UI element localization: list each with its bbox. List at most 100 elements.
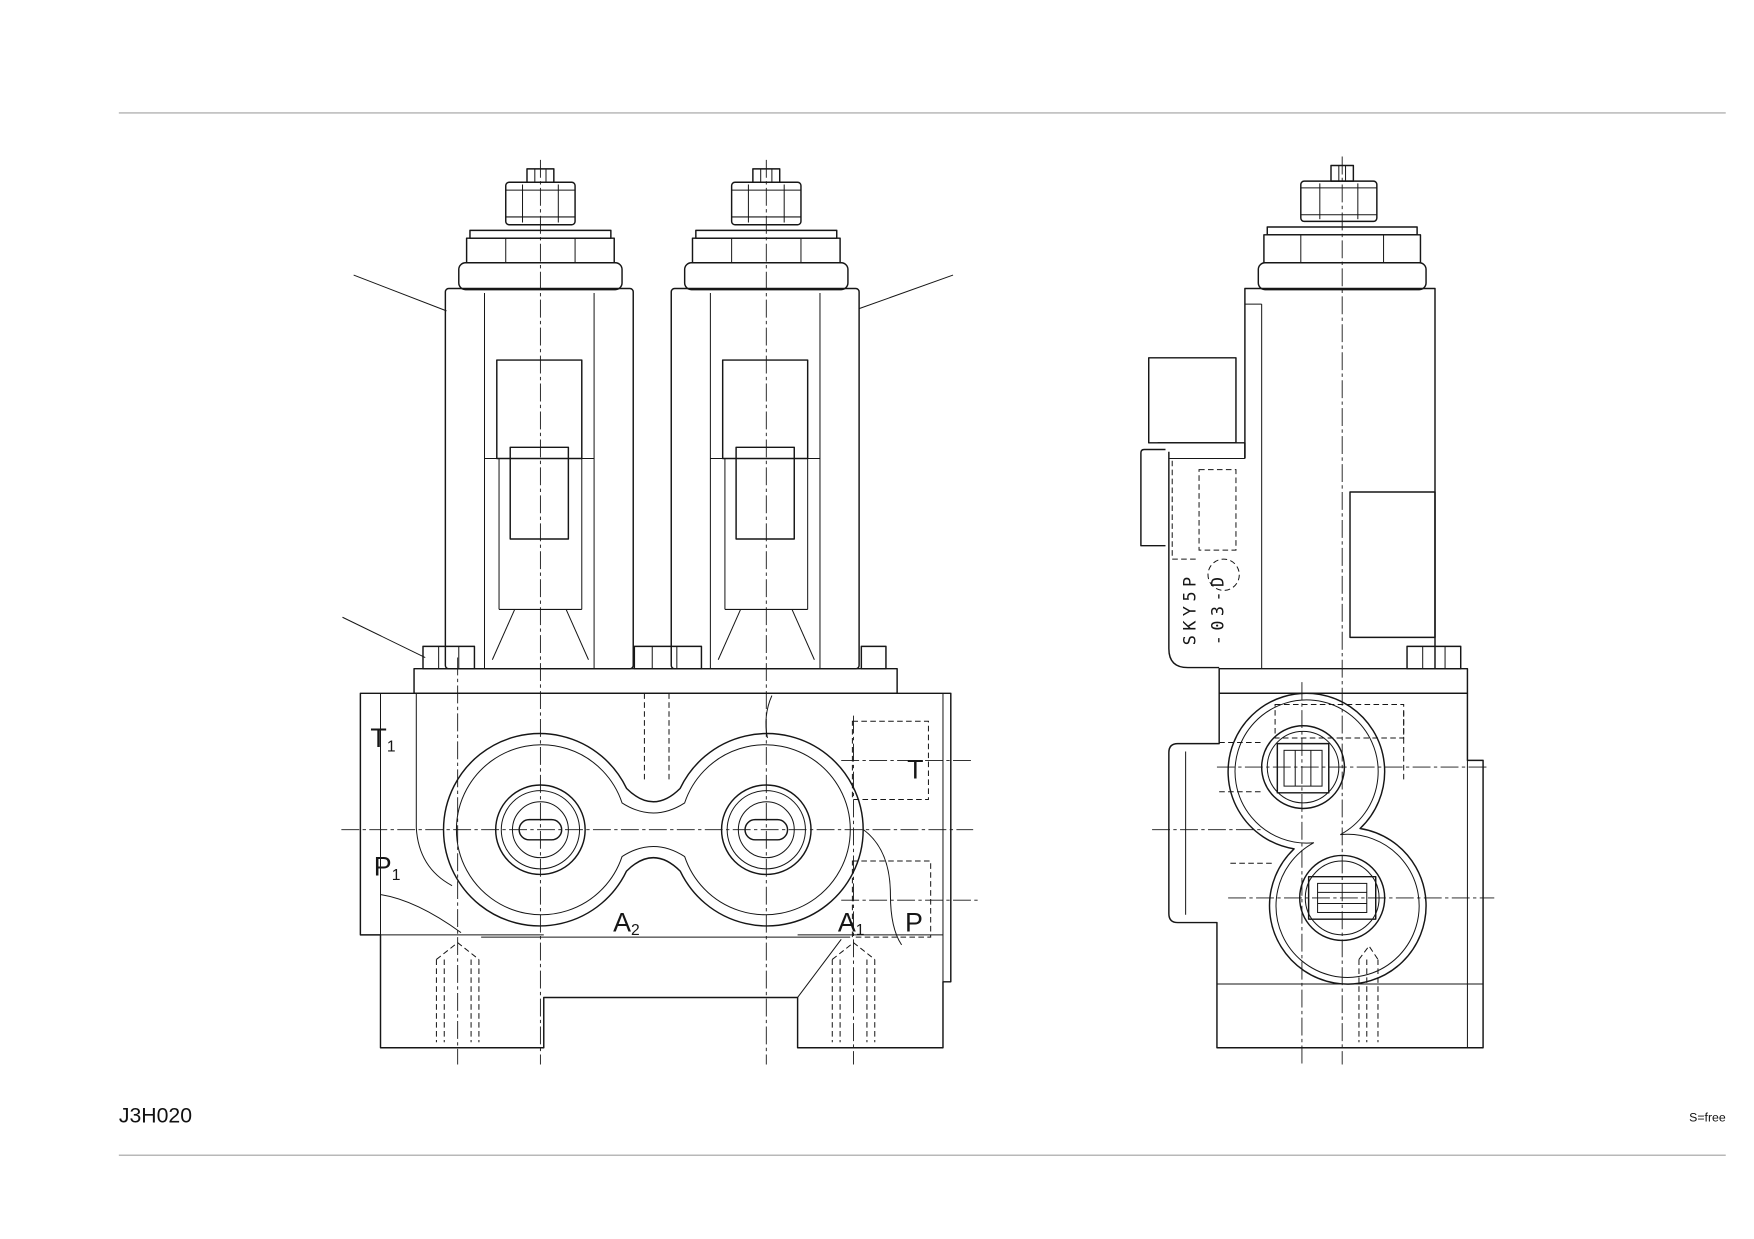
port-label-a2: A2	[613, 907, 640, 938]
p-port-fillet	[863, 829, 903, 946]
marking-line-2: -03-D	[1208, 572, 1228, 645]
drawing-number: J3H020	[119, 1104, 192, 1128]
port-label-subscript: 2	[631, 922, 640, 939]
a1-chamfer	[797, 939, 842, 998]
port-boss-inner	[456, 744, 851, 916]
scale-note: S=free	[1689, 1111, 1726, 1125]
spool-slot	[1317, 882, 1368, 913]
port-label-letter: A	[613, 907, 631, 937]
marking-line-1: SKY5P	[1180, 572, 1200, 645]
body-outline	[1168, 692, 1484, 1049]
port-label-t1: T1	[370, 723, 395, 755]
leader-line-left-coil	[353, 274, 447, 312]
port-ring	[720, 784, 812, 876]
bolt-head	[633, 645, 703, 670]
front-view: T1 P1 T A2 A1 P	[341, 159, 980, 1065]
valve-body-side	[1168, 692, 1484, 1049]
coil-cap	[1257, 262, 1427, 291]
hidden-lines-side	[1219, 711, 1405, 1043]
port-bore	[511, 801, 569, 859]
p1-port-fillet	[415, 827, 453, 887]
port-a1	[720, 784, 812, 876]
nameplate	[1349, 491, 1436, 639]
plunger	[509, 446, 570, 540]
tube-taper	[491, 609, 516, 660]
spool-end	[1276, 742, 1330, 794]
hidden-port-t	[851, 720, 929, 801]
port-ring	[1304, 860, 1380, 936]
connector-plug	[1148, 357, 1237, 444]
port-ring	[500, 790, 581, 870]
port-boss-inner	[1234, 699, 1420, 978]
hidden-drill-tip	[831, 942, 876, 960]
side-port-lower	[1298, 854, 1386, 942]
hidden-terminal	[1198, 469, 1237, 551]
base-plate	[413, 667, 898, 695]
lock-nut	[730, 181, 802, 226]
base-plate	[1218, 667, 1469, 695]
coil-cap	[683, 262, 849, 291]
bolt-head	[1406, 645, 1462, 670]
port-boss-outer	[442, 732, 864, 927]
tube-taper	[717, 609, 742, 660]
port-ring	[1266, 730, 1340, 804]
solenoid-right	[670, 168, 860, 670]
hidden-drill-tip	[436, 942, 480, 960]
coil-window	[721, 359, 809, 460]
port-boss-outer	[1227, 692, 1427, 985]
port-label-letter: A	[838, 907, 856, 937]
hidden-drill-tip	[1358, 945, 1379, 960]
bolt-head	[860, 645, 887, 670]
connector-bracket	[1140, 448, 1166, 547]
port-label-t: T	[907, 754, 923, 784]
coil-cap	[458, 262, 623, 291]
port-bore	[737, 801, 795, 859]
hidden-port-p	[851, 860, 932, 938]
side-port-upper	[1260, 725, 1346, 810]
port-label-a1: A1	[838, 907, 865, 938]
leader-line-bolt	[342, 616, 426, 658]
mounting-bolts	[422, 645, 887, 670]
t-port-fillet	[765, 695, 773, 739]
spool-slot	[1283, 749, 1323, 787]
port-label-letter: P	[374, 852, 392, 882]
solenoid-left	[444, 168, 634, 670]
tube-taper	[791, 609, 815, 660]
port-a2	[494, 784, 586, 876]
port-label-p: P	[905, 907, 923, 937]
body-outline	[359, 692, 952, 1049]
connector-housing-top	[1157, 442, 1246, 459]
spool-slot	[744, 818, 789, 841]
port-label-p1: P1	[374, 852, 401, 884]
port-label-letter: T	[370, 723, 386, 753]
spool-end	[1307, 875, 1377, 920]
lock-nut	[505, 181, 576, 226]
solenoid-side: SKY5P -03-D	[1140, 164, 1436, 669]
port-label-subscript: 1	[392, 867, 401, 884]
side-centerlines	[1152, 156, 1495, 1065]
spool-slot	[518, 818, 563, 841]
port-label-subscript: 1	[387, 738, 396, 755]
marking-circle	[1207, 558, 1240, 591]
hidden-passage	[1274, 703, 1405, 739]
tube-taper	[565, 609, 589, 660]
port-ring	[1298, 854, 1386, 942]
port-label-subscript: 1	[856, 922, 865, 939]
front-centerlines	[341, 159, 980, 1065]
lower-left-fillet	[380, 894, 462, 934]
coil-body	[1244, 287, 1436, 669]
port-ring	[494, 784, 586, 876]
port-ring	[726, 790, 806, 870]
coil-window	[496, 359, 583, 460]
coil-body	[670, 287, 860, 670]
side-view: SKY5P -03-D	[1140, 156, 1495, 1065]
port-ring	[1260, 725, 1346, 810]
connector-housing	[1168, 451, 1220, 669]
plunger	[735, 446, 795, 540]
hidden-terminal-lead	[1171, 460, 1200, 560]
coil-body	[444, 287, 634, 670]
bolt-head	[422, 645, 476, 670]
lock-nut	[1300, 180, 1378, 223]
hidden-lines-front	[435, 693, 932, 1043]
